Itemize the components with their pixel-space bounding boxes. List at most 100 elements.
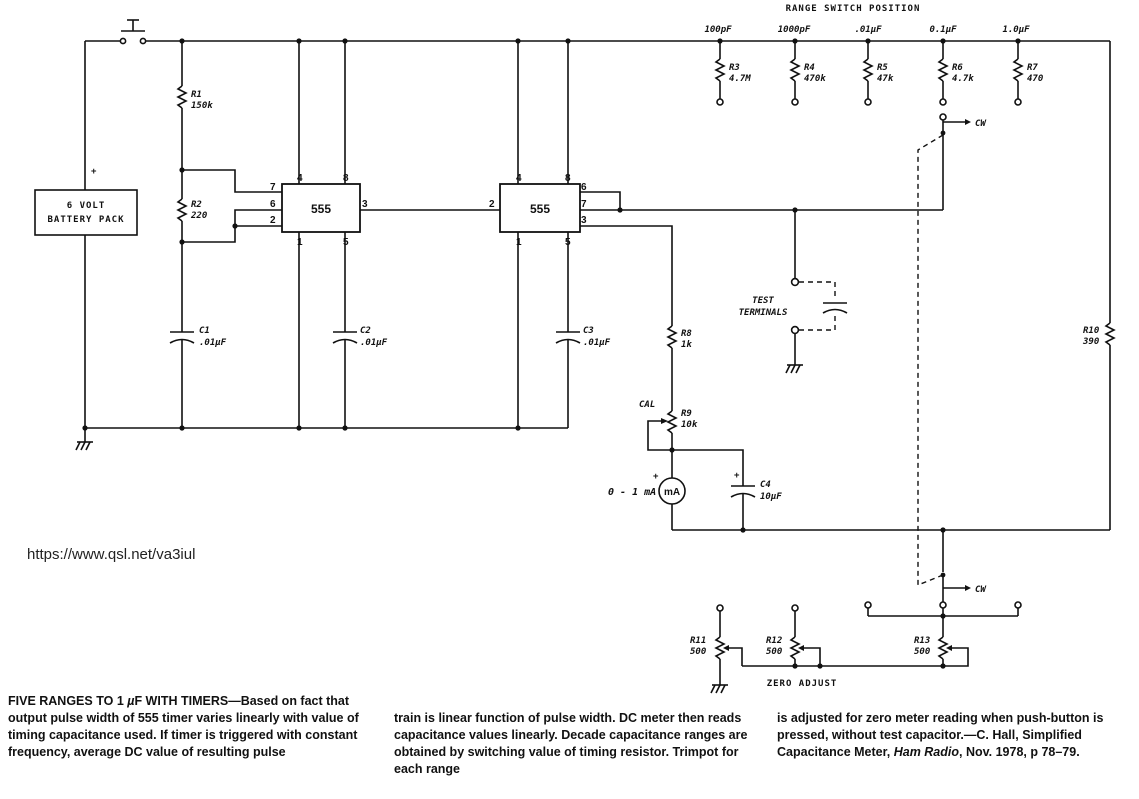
test-terminals: TEST TERMINALS bbox=[739, 210, 848, 365]
zero-adjust-junctions bbox=[792, 663, 946, 669]
source-url[interactable]: https://www.qsl.net/va3iul bbox=[27, 546, 196, 563]
resistor-r2: R2 220 bbox=[176, 198, 208, 222]
svg-text:RANGE SWITCH POSITION: RANGE SWITCH POSITION bbox=[786, 4, 921, 14]
resistor-r10: R10 390 bbox=[1082, 322, 1116, 347]
capacitor-c2: C2 .01µF bbox=[332, 326, 388, 348]
range-position-0-1uf: 0.1µF bbox=[929, 25, 957, 35]
r10-value: 390 bbox=[1082, 337, 1100, 347]
capacitor-c1: C1 .01µF bbox=[169, 326, 227, 348]
r6-value: 4.7k bbox=[952, 74, 974, 84]
r11-value: 500 bbox=[690, 647, 707, 657]
svg-text:6: 6 bbox=[581, 182, 587, 193]
trimpot-r11: R11 500 bbox=[690, 604, 743, 685]
resistor-r4: R4 470k bbox=[789, 41, 826, 106]
test-terminals-line2: TERMINALS bbox=[739, 308, 788, 318]
ic1-555-timer: 555 7 6 2 4 8 3 1 5 bbox=[270, 173, 368, 248]
caption-col1-mu: µ bbox=[127, 694, 135, 708]
svg-text:8: 8 bbox=[343, 173, 349, 184]
c4-name: C4 bbox=[760, 480, 771, 490]
r12-value: 500 bbox=[766, 647, 783, 657]
r8-value: 1k bbox=[681, 340, 692, 350]
test-terminals-line1: TEST bbox=[752, 296, 774, 306]
r8-name: R8 bbox=[681, 329, 692, 339]
svg-text:1: 1 bbox=[516, 237, 522, 248]
resistor-r5: R5 47k bbox=[862, 41, 894, 106]
ground-symbol-test bbox=[785, 364, 803, 374]
ic2-label: 555 bbox=[530, 202, 550, 216]
range-switch-bottom: CW bbox=[864, 530, 1022, 619]
caption-column-1: FIVE RANGES TO 1 µF WITH TIMERS—Based on… bbox=[8, 693, 363, 761]
resistor-r1: R1 150k bbox=[176, 85, 213, 111]
svg-text:3: 3 bbox=[362, 199, 368, 210]
r5-value: 47k bbox=[877, 74, 894, 84]
r10-name: R10 bbox=[1083, 326, 1100, 336]
range-position-1-0uf: 1.0µF bbox=[1002, 25, 1030, 35]
r9-name: R9 bbox=[681, 409, 692, 419]
c4-plus: + bbox=[734, 471, 740, 481]
svg-text:4: 4 bbox=[297, 173, 303, 184]
c2-value: .01µF bbox=[360, 338, 388, 348]
r4-value: 470k bbox=[804, 74, 826, 84]
resistor-r3: R3 4.7M bbox=[714, 41, 751, 106]
trimpot-r13: R13 500 bbox=[914, 616, 969, 667]
ground-symbol-zero bbox=[710, 684, 728, 694]
svg-text:3: 3 bbox=[581, 215, 587, 226]
resistor-r6: R6 4.7k bbox=[937, 41, 974, 106]
c4-value: 10µF bbox=[760, 492, 782, 502]
r2-name: R2 bbox=[191, 200, 202, 210]
c3-name: C3 bbox=[583, 326, 594, 336]
svg-text:7: 7 bbox=[270, 182, 276, 193]
capacitor-c4: + C4 10µF bbox=[730, 471, 782, 502]
c1-value: .01µF bbox=[199, 338, 227, 348]
milliammeter: mA + 0 - 1 mA bbox=[608, 472, 686, 505]
caption-col1-pre: FIVE RANGES TO 1 bbox=[8, 694, 128, 708]
capacitor-c3: C3 .01µF bbox=[555, 326, 611, 348]
range-switch-top: CW bbox=[939, 113, 987, 210]
ground-symbol-left bbox=[75, 428, 93, 451]
caption-col1-post: F WITH TIMERS—Based on fact that output … bbox=[8, 694, 359, 759]
caption-column-3: is adjusted for zero meter reading when … bbox=[777, 710, 1133, 761]
cw-bottom-label: CW bbox=[975, 585, 987, 595]
pushbutton-switch bbox=[84, 19, 147, 190]
svg-text:1: 1 bbox=[297, 237, 303, 248]
potentiometer-r9: CAL R9 10k bbox=[639, 400, 698, 451]
cw-top-label: CW bbox=[975, 119, 987, 129]
svg-text:2: 2 bbox=[489, 199, 495, 210]
r9-value: 10k bbox=[681, 420, 698, 430]
r1-name: R1 bbox=[191, 90, 202, 100]
battery-label-line1: 6 VOLT bbox=[67, 201, 106, 211]
caption-col3-pre: is adjusted for zero meter reading when … bbox=[777, 711, 1104, 759]
r11-name: R11 bbox=[690, 636, 706, 646]
r3-name: R3 bbox=[729, 63, 740, 73]
r1-value: 150k bbox=[191, 101, 213, 111]
r13-value: 500 bbox=[914, 647, 931, 657]
battery-pack: + 6 VOLT BATTERY PACK bbox=[34, 167, 138, 428]
resistor-r7: R7 470 bbox=[1012, 41, 1044, 106]
svg-text:2: 2 bbox=[270, 215, 276, 226]
battery-label-line2: BATTERY PACK bbox=[47, 215, 124, 225]
zero-adjust-label: ZERO ADJUST bbox=[767, 679, 838, 689]
range-switch-title: RANGE SWITCH POSITION bbox=[786, 4, 921, 14]
range-position-01uf: .01µF bbox=[854, 25, 882, 35]
meter-range-label: 0 - 1 mA bbox=[608, 487, 656, 498]
r5-name: R5 bbox=[877, 63, 888, 73]
r2-value: 220 bbox=[190, 211, 208, 221]
r3-value: 4.7M bbox=[729, 74, 751, 84]
r7-value: 470 bbox=[1027, 74, 1044, 84]
r13-name: R13 bbox=[914, 636, 930, 646]
caption-col3-post: , Nov. 1978, p 78–79. bbox=[959, 745, 1080, 759]
range-position-labels: 100pF 1000pF .01µF 0.1µF 1.0µF bbox=[704, 25, 1030, 35]
battery-plus: + bbox=[91, 167, 97, 177]
r12-name: R12 bbox=[766, 636, 782, 646]
caption-col3-journal: Ham Radio bbox=[893, 745, 960, 759]
svg-text:5: 5 bbox=[343, 237, 349, 248]
resistor-r8: R8 1k bbox=[666, 325, 692, 350]
ic2-555-timer: 555 2 4 8 6 7 3 1 5 bbox=[489, 173, 587, 248]
range-position-1000pf: 1000pF bbox=[778, 25, 811, 35]
r4-name: R4 bbox=[804, 63, 815, 73]
meter-plus: + bbox=[653, 472, 659, 482]
c1-name: C1 bbox=[199, 326, 210, 336]
r6-name: R6 bbox=[952, 63, 963, 73]
cal-label: CAL bbox=[639, 400, 655, 410]
